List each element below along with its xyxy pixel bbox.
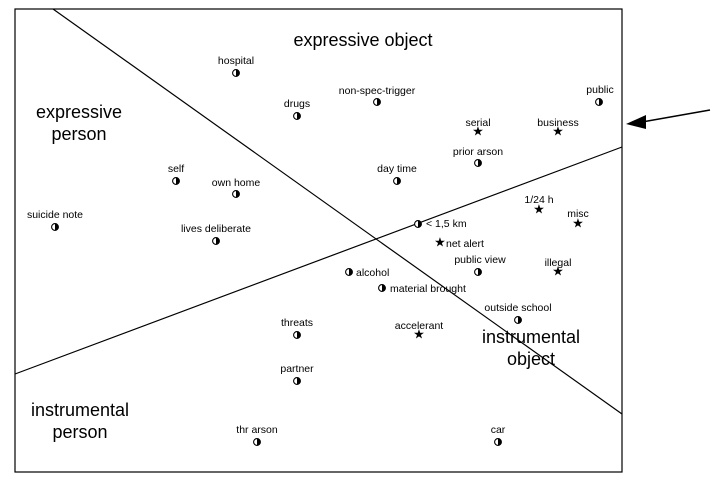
variable-one-24-h: ★1/24 h	[524, 194, 553, 218]
circle-marker-fill	[478, 268, 482, 276]
circle-marker-fill	[418, 220, 422, 228]
variable-partner: partner	[280, 363, 314, 385]
circle-marker-fill	[518, 316, 522, 324]
circle-marker-fill	[498, 438, 502, 446]
circle-marker-fill	[349, 268, 353, 276]
variable-day-time: day time	[377, 163, 417, 185]
variable-label: partner	[280, 363, 314, 375]
variable-label: lives deliberate	[181, 223, 251, 235]
circle-marker-fill	[397, 177, 401, 185]
circle-marker-fill	[257, 438, 261, 446]
variable-label: net alert	[446, 238, 484, 250]
star-marker: ★	[552, 125, 564, 140]
circle-marker-fill	[382, 284, 386, 292]
star-marker: ★	[572, 217, 584, 232]
variable-own-home: own home	[212, 177, 261, 198]
variable-label: drugs	[284, 98, 310, 110]
circle-marker-fill	[478, 159, 482, 167]
circle-marker-fill	[236, 190, 240, 198]
variable-accelerant: ★accelerant	[395, 320, 444, 343]
circle-marker-fill	[236, 69, 240, 77]
variable-label: outside school	[484, 302, 551, 314]
variable-prior-arson: prior arson	[453, 146, 503, 167]
variable-label: public	[586, 84, 613, 96]
circle-marker-fill	[377, 98, 381, 106]
variable-label: accelerant	[395, 320, 444, 332]
star-marker: ★	[533, 203, 545, 218]
variable-lives-deliberate: lives deliberate	[181, 223, 251, 245]
variable-within-1-5-km: < 1,5 km	[414, 218, 467, 230]
variable-threats: threats	[281, 317, 313, 339]
variable-public: public	[586, 84, 614, 106]
variable-self: self	[168, 163, 184, 185]
person-object-divider	[14, 146, 623, 375]
variable-business: ★business	[537, 117, 578, 140]
variable-label: suicide note	[27, 209, 83, 221]
circle-marker-fill	[297, 331, 301, 339]
region-label-line: person	[52, 422, 107, 442]
star-marker: ★	[472, 125, 484, 140]
variable-non-spec-trigger: non-spec-trigger	[339, 85, 416, 106]
variable-label: material brought	[390, 283, 466, 295]
variable-label: illegal	[545, 257, 572, 269]
variable-label: thr arson	[236, 424, 278, 436]
variable-alcohol: alcohol	[345, 267, 389, 279]
variable-car: car	[491, 424, 506, 446]
variable-outside-school: outside school	[484, 302, 552, 324]
variable-public-view: public view	[454, 254, 506, 276]
variable-label: < 1,5 km	[426, 218, 467, 230]
variable-label: own home	[212, 177, 261, 189]
variable-label: prior arson	[453, 146, 503, 158]
variable-thr-arson: thr arson	[236, 424, 278, 446]
variable-label: misc	[567, 208, 589, 220]
diagram-frame	[14, 8, 623, 473]
circle-marker-fill	[297, 377, 301, 385]
circle-marker-fill	[55, 223, 59, 231]
variable-hospital: hospital	[218, 55, 254, 77]
region-label-line: person	[51, 124, 106, 144]
variable-label: business	[537, 117, 578, 129]
star-marker: ★	[413, 328, 425, 343]
variable-material-brought: material brought	[378, 283, 466, 295]
circle-marker-fill	[297, 112, 301, 120]
circle-marker-fill	[599, 98, 603, 106]
variable-suicide-note: suicide note	[27, 209, 83, 231]
circle-marker-fill	[216, 237, 220, 245]
variable-serial: ★serial	[465, 117, 490, 140]
region-label-line: instrumental	[482, 327, 580, 347]
variable-label: serial	[465, 117, 490, 129]
variable-label: hospital	[218, 55, 254, 67]
variable-drugs: drugs	[284, 98, 310, 120]
expressive-instrumental-divider	[52, 8, 623, 415]
region-label-expressive-object: expressive object	[293, 30, 432, 50]
region-label-line: object	[507, 349, 555, 369]
circle-marker-fill	[176, 177, 180, 185]
region-label-line: expressive	[36, 102, 122, 122]
variable-label: non-spec-trigger	[339, 85, 416, 97]
star-marker: ★	[552, 265, 564, 280]
star-marker: ★	[434, 236, 446, 251]
region-label-line: instrumental	[31, 400, 129, 420]
variable-label: 1/24 h	[524, 194, 553, 206]
region-label-line: expressive object	[293, 30, 432, 50]
variable-net-alert: ★net alert	[434, 236, 484, 251]
arrow-pointer	[626, 109, 711, 129]
variable-label: car	[491, 424, 506, 436]
variable-label: day time	[377, 163, 417, 175]
variable-misc: ★misc	[567, 208, 589, 232]
variable-label: threats	[281, 317, 313, 329]
variable-label: self	[168, 163, 184, 175]
variable-illegal: ★illegal	[545, 257, 572, 280]
variable-label: alcohol	[356, 267, 389, 279]
variable-label: public view	[454, 254, 506, 266]
